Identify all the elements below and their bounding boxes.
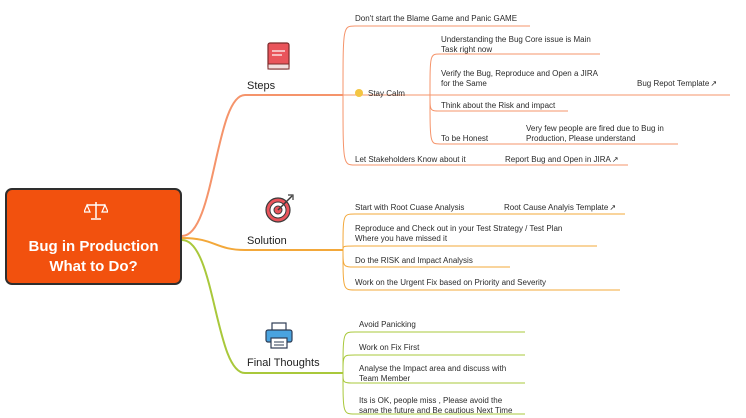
external-link-icon: ↗ [609, 203, 617, 212]
connector-reproduce [342, 245, 597, 251]
topic-understanding-line2[interactable]: Task right now [441, 45, 493, 54]
topic-think-risk[interactable]: Think about the Risk and impact [441, 101, 556, 110]
link-report-jira[interactable]: Report Bug and Open in JIRA↗ [505, 155, 619, 164]
printer-icon [265, 322, 293, 349]
target-icon [265, 194, 294, 223]
topic-ok-line1[interactable]: Its is OK, people miss , Please avoid th… [359, 396, 503, 405]
rca-template-label: Root Cause Analyis Template [504, 203, 609, 212]
report-jira-label: Report Bug and Open in JIRA [505, 155, 611, 164]
scales-icon [84, 202, 108, 220]
connector-urgent [342, 249, 620, 291]
link-rca-template[interactable]: Root Cause Analyis Template↗ [504, 203, 616, 212]
connector-solution [181, 237, 343, 251]
branch-steps[interactable]: Steps [247, 80, 276, 92]
topic-analyse-line2[interactable]: Team Member [359, 374, 411, 383]
topic-reproduce-line2[interactable]: Where you have missed it [355, 234, 448, 243]
topic-stay-calm[interactable]: Stay Calm [368, 89, 405, 98]
topic-blame-game[interactable]: Don't start the Blame Game and Panic GAM… [355, 14, 518, 23]
book-icon [267, 42, 290, 70]
connector-steps [181, 94, 343, 237]
topic-root-cause-analysis[interactable]: Start with Root Cuase Analysis [355, 203, 465, 212]
topic-understanding-line1[interactable]: Understanding the Bug Core issue is Main [441, 35, 591, 44]
topic-urgent-fix[interactable]: Work on the Urgent Fix based on Priority… [355, 278, 547, 287]
central-title-line1: Bug in Production [28, 238, 159, 255]
topic-to-be-honest[interactable]: To be Honest [441, 134, 489, 143]
smiley-icon [355, 89, 363, 97]
connector-blame [342, 25, 530, 96]
central-title-line2: What to Do? [49, 258, 138, 275]
topic-fired-line1[interactable]: Very few people are fired due to Bug in [526, 124, 664, 133]
topic-analyse-line1[interactable]: Analyse the Impact area and discuss with [359, 364, 507, 373]
connector-ok [342, 372, 525, 415]
topic-fix-first[interactable]: Work on Fix First [359, 343, 420, 352]
external-link-icon: ↗ [611, 155, 619, 164]
branch-solution[interactable]: Solution [247, 235, 287, 247]
topic-stakeholders[interactable]: Let Stakeholders Know about it [355, 155, 466, 164]
connector-stakeholders [342, 94, 500, 166]
branch-final-thoughts[interactable]: Final Thoughts [247, 357, 320, 369]
connector-honest [429, 94, 518, 145]
bug-report-template-label: Bug Repot Template [637, 79, 710, 88]
central-topic[interactable]: Bug in Production What to Do? [5, 188, 182, 285]
connector-rca [342, 213, 500, 251]
connector-understanding [429, 53, 600, 96]
topic-reproduce-line1[interactable]: Reproduce and Check out in your Test Str… [355, 224, 563, 233]
topic-verify-line2[interactable]: for the Same [441, 79, 487, 88]
topic-fired-line2[interactable]: Production, Please understand [526, 134, 636, 143]
topic-verify-line1[interactable]: Verify the Bug, Reproduce and Open a JIR… [441, 69, 598, 78]
connector-fix-first [342, 354, 525, 374]
external-link-icon: ↗ [710, 79, 718, 88]
topic-ok-line2[interactable]: same the future and Be cautious Next Tim… [359, 406, 513, 415]
connector-final-thoughts [181, 239, 343, 374]
topic-avoid-panicking[interactable]: Avoid Panicking [359, 320, 416, 329]
link-bug-report-template[interactable]: Bug Repot Template↗ [637, 79, 717, 88]
topic-risk-impact[interactable]: Do the RISK and Impact Analysis [355, 256, 473, 265]
